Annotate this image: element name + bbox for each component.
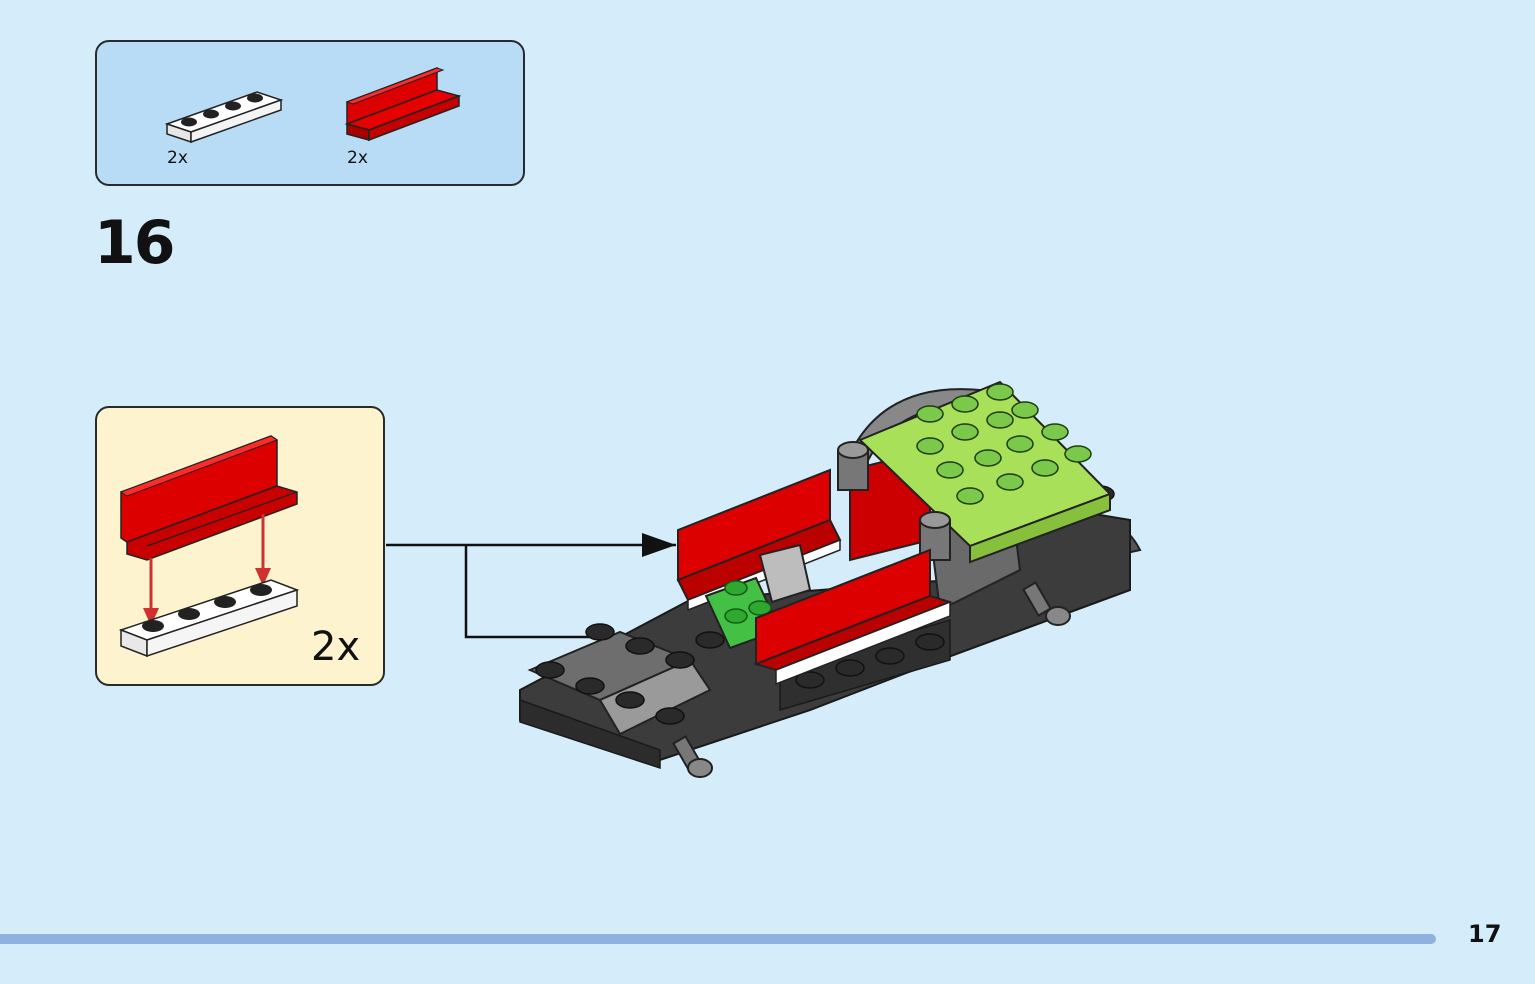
parts-list-box: 2x 2x bbox=[95, 40, 525, 186]
sub-assembly-quantity: 2x bbox=[311, 624, 361, 670]
white-plate-1x4-icon bbox=[164, 91, 284, 144]
sub-assembly-callout: 2x bbox=[95, 406, 385, 686]
red-panel-quantity: 2x bbox=[347, 148, 368, 168]
arrow-head-icon bbox=[642, 533, 676, 557]
down-arrow-icon bbox=[255, 568, 271, 586]
vehicle-model-illustration bbox=[519, 380, 1142, 778]
sub-assembly-illustration bbox=[118, 435, 300, 658]
down-arrow-icon bbox=[143, 608, 159, 626]
step-number: 16 bbox=[94, 208, 175, 278]
white-plate-quantity: 2x bbox=[167, 148, 188, 168]
red-panel-1x4-icon bbox=[344, 66, 462, 142]
page-number: 17 bbox=[1468, 920, 1502, 948]
progress-bar bbox=[0, 934, 1436, 944]
